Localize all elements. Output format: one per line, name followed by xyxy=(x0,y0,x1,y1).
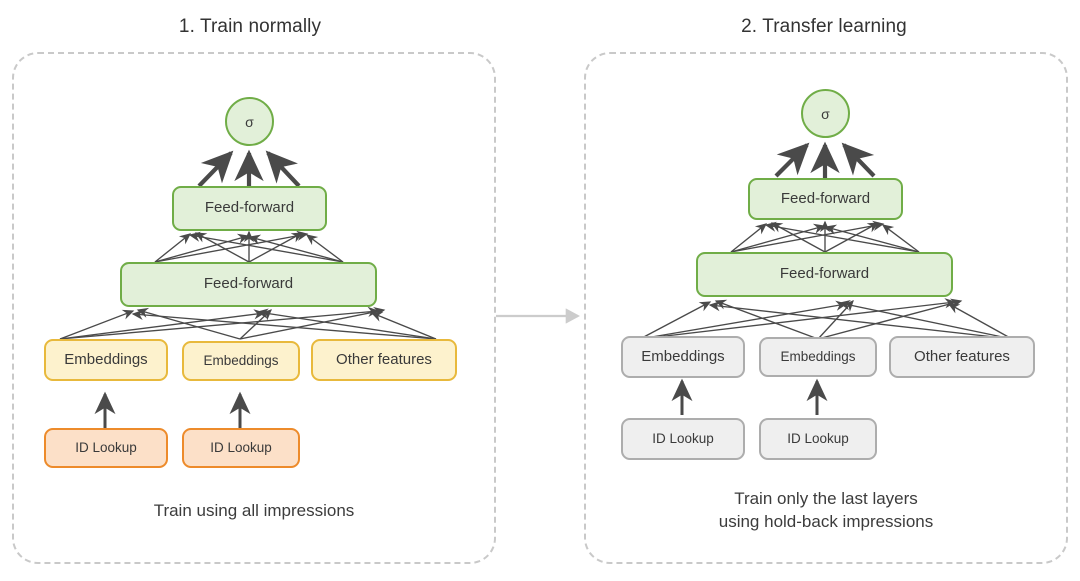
panel-title-transfer-learning: 2. Transfer learning xyxy=(741,16,907,37)
panel-frame-transfer-learning xyxy=(584,52,1068,564)
layer-feed-forward-bottom-left: Feed-forward xyxy=(120,262,377,307)
layer-feed-forward-bottom-right: Feed-forward xyxy=(696,252,953,297)
panel-title-train-normally: 1. Train normally xyxy=(178,16,322,37)
output-node-sigma-right: σ xyxy=(801,89,850,138)
feature-node-embeddings-2-left: Embeddings xyxy=(182,341,300,381)
panel-caption-train-normally: Train using all impressions xyxy=(153,501,355,520)
feature-node-other-features-left: Other features xyxy=(311,339,457,381)
feature-node-embeddings-1-left: Embeddings xyxy=(44,339,168,381)
layer-feed-forward-top-right: Feed-forward xyxy=(748,178,903,220)
lookup-node-id-lookup-1-right: ID Lookup xyxy=(621,418,745,460)
layer-feed-forward-top-left: Feed-forward xyxy=(172,186,327,231)
feature-node-embeddings-2-right: Embeddings xyxy=(759,337,877,377)
lookup-node-id-lookup-1-left: ID Lookup xyxy=(44,428,168,468)
panel-caption-transfer-learning: Train only the last layers using hold-ba… xyxy=(718,489,934,531)
output-node-sigma-left: σ xyxy=(225,97,274,146)
feature-node-embeddings-1-right: Embeddings xyxy=(621,336,745,378)
feature-node-other-features-right: Other features xyxy=(889,336,1035,378)
lookup-node-id-lookup-2-right: ID Lookup xyxy=(759,418,877,460)
panel-frame-train-normally xyxy=(12,52,496,564)
lookup-node-id-lookup-2-left: ID Lookup xyxy=(182,428,300,468)
